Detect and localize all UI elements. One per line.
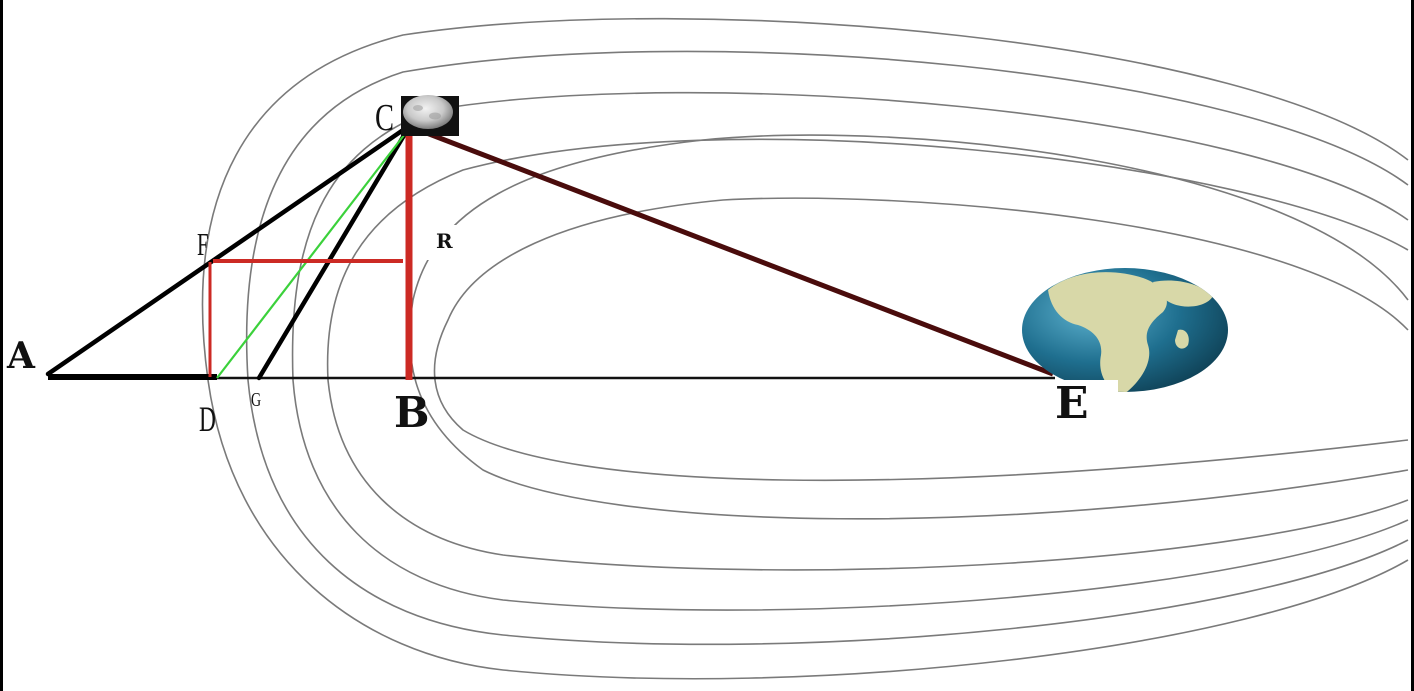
field-line-5	[408, 134, 1409, 520]
label-B: B	[394, 388, 430, 437]
label-G: G	[251, 389, 261, 411]
label-A: A	[6, 335, 36, 377]
field-line-1	[201, 17, 1409, 680]
field-lines	[201, 17, 1409, 680]
field-line-3	[291, 91, 1409, 611]
label-C: C	[375, 97, 394, 139]
point-labels: A B C D E F G R	[6, 97, 1089, 439]
label-D: D	[199, 399, 216, 439]
line-DC-green	[216, 129, 409, 379]
line-GC	[256, 129, 409, 381]
black-lines	[45, 125, 409, 381]
red-lines	[208, 132, 413, 380]
line-AC	[45, 125, 409, 377]
earth-globe-icon	[1022, 268, 1228, 400]
moon	[401, 95, 459, 136]
field-line-4	[326, 138, 1409, 571]
orbit-diagram: A B C D E F G R	[6, 17, 1409, 680]
label-E: E	[1055, 378, 1089, 429]
label-R: R	[436, 229, 453, 253]
field-line-2	[245, 50, 1409, 646]
label-F: F	[197, 227, 209, 263]
field-line-inner	[433, 197, 1409, 482]
line-CE	[410, 124, 1054, 377]
